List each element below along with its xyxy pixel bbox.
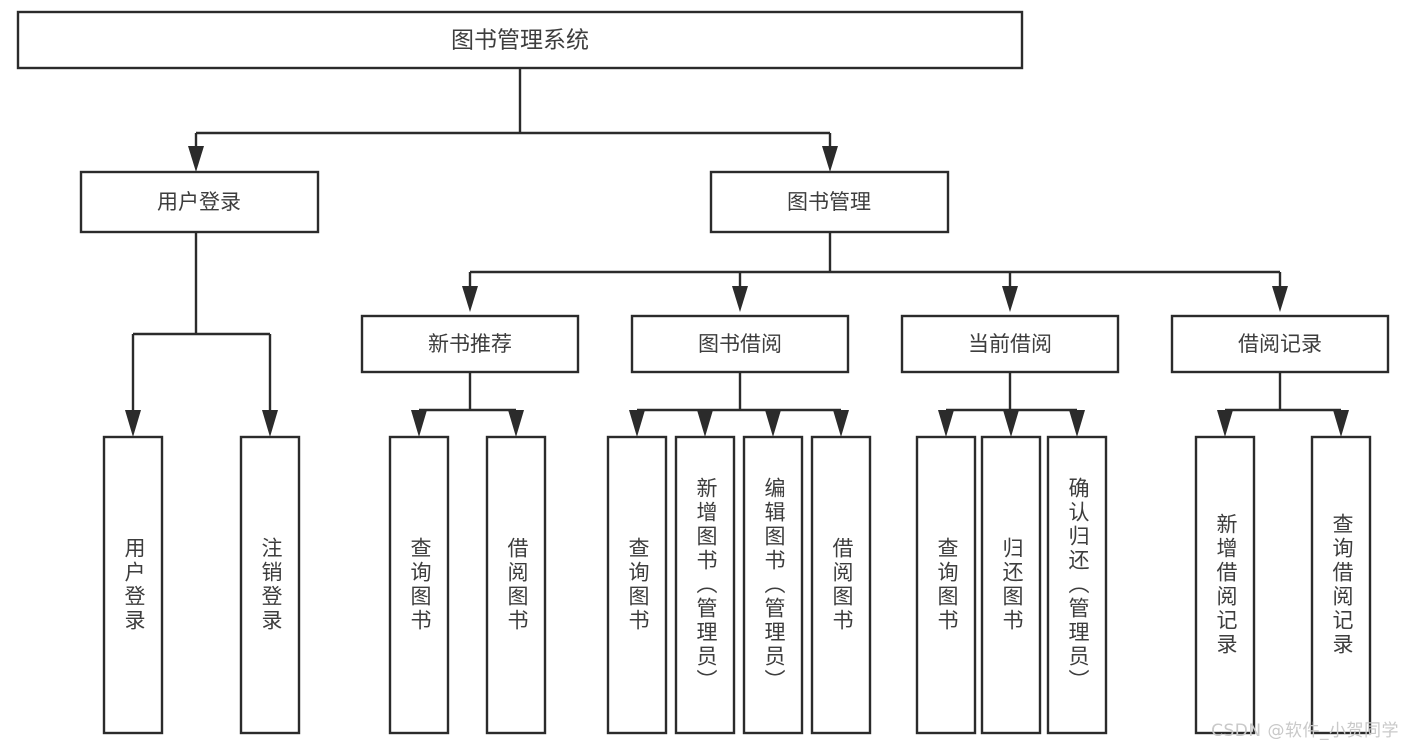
arrow-userlogin-leaf1 [125, 410, 141, 437]
node-root[interactable]: 图书管理系统 [16, 10, 1024, 70]
leaf-book-borrow-2[interactable]: 新增图书（管理员） [674, 435, 736, 735]
node-current-borrow[interactable]: 当前借阅 [900, 314, 1120, 374]
leaf-current-borrow-1-box[interactable] [915, 435, 977, 735]
arrow-bookborrow-l1 [629, 410, 645, 437]
node-book-borrow-box[interactable] [630, 314, 850, 374]
leaf-current-borrow-2-label: 归还图书 [1000, 537, 1024, 633]
leaf-book-borrow-4-box[interactable] [810, 435, 872, 735]
node-new-book-recommend-box[interactable] [360, 314, 580, 374]
node-current-borrow-label: 当前借阅 [968, 332, 1052, 356]
leaf-new-book-1[interactable]: 查询图书 [388, 435, 450, 735]
leaf-user-login-1[interactable]: 用户登录 [102, 435, 164, 735]
leaf-user-login-1-label: 用户登录 [122, 537, 146, 633]
edge-group-borrowrecord [1217, 372, 1349, 437]
node-book-borrow[interactable]: 图书借阅 [630, 314, 850, 374]
arrow-to-userlogin [188, 146, 204, 172]
leaf-new-book-2-box[interactable] [485, 435, 547, 735]
leaf-book-borrow-3[interactable]: 编辑图书（管理员） [742, 435, 804, 735]
arrow-newbook-l1 [411, 410, 427, 437]
arrow-newbook-l2 [508, 410, 524, 437]
arrow-userlogin-leaf2 [262, 410, 278, 437]
node-user-login-box[interactable] [79, 170, 320, 234]
arrow-currentborrow-l2 [1003, 410, 1019, 437]
leaf-current-borrow-2-box[interactable] [980, 435, 1042, 735]
arrow-bookborrow-l4 [833, 410, 849, 437]
edge-group-bookmgmt [462, 232, 1288, 312]
leaf-user-login-2-label: 注销登录 [259, 537, 283, 633]
arrow-to-bookborrow [732, 286, 748, 312]
node-user-login-label: 用户登录 [157, 190, 241, 214]
node-book-management-label: 图书管理 [787, 190, 871, 214]
leaf-current-borrow-2[interactable]: 归还图书 [980, 435, 1042, 735]
node-user-login[interactable]: 用户登录 [79, 170, 320, 234]
leaf-user-login-2[interactable]: 注销登录 [239, 435, 301, 735]
leaf-book-borrow-1[interactable]: 查询图书 [606, 435, 668, 735]
leaf-book-borrow-1-label: 查询图书 [626, 537, 650, 633]
node-borrow-record-label: 借阅记录 [1238, 332, 1322, 356]
node-root-box[interactable] [16, 10, 1024, 70]
leaf-borrow-record-2-box[interactable] [1310, 435, 1372, 735]
node-book-management[interactable]: 图书管理 [709, 170, 950, 234]
leaf-book-borrow-2-box[interactable] [674, 435, 736, 735]
arrow-currentborrow-l3 [1069, 410, 1085, 437]
leaf-new-book-1-box[interactable] [388, 435, 450, 735]
node-book-management-box[interactable] [709, 170, 950, 234]
leaf-book-borrow-3-box[interactable] [742, 435, 804, 735]
leaf-book-borrow-4[interactable]: 借阅图书 [810, 435, 872, 735]
leaf-borrow-record-1-label: 新增借阅记录 [1214, 513, 1238, 657]
leaf-new-book-1-label: 查询图书 [408, 537, 432, 633]
node-borrow-record[interactable]: 借阅记录 [1170, 314, 1390, 374]
arrow-borrowrecord-l2 [1333, 410, 1349, 437]
leaf-new-book-2[interactable]: 借阅图书 [485, 435, 547, 735]
arrow-currentborrow-l1 [938, 410, 954, 437]
leaf-current-borrow-3[interactable]: 确认归还（管理员） [1046, 435, 1108, 735]
arrow-bookborrow-l2 [697, 410, 713, 437]
node-root-label: 图书管理系统 [451, 28, 589, 54]
node-current-borrow-box[interactable] [900, 314, 1120, 374]
leaf-current-borrow-1-label: 查询图书 [935, 537, 959, 633]
leaf-user-login-2-box[interactable] [239, 435, 301, 735]
arrow-to-currentborrow [1002, 286, 1018, 312]
leaf-borrow-record-1[interactable]: 新增借阅记录 [1194, 435, 1256, 735]
node-new-book-recommend-label: 新书推荐 [428, 332, 512, 356]
leaf-book-borrow-4-label: 借阅图书 [830, 537, 854, 633]
leaf-current-borrow-1[interactable]: 查询图书 [915, 435, 977, 735]
edge-group-currentborrow [938, 372, 1085, 437]
node-new-book-recommend[interactable]: 新书推荐 [360, 314, 580, 374]
arrow-to-borrowrecord [1272, 286, 1288, 312]
leaf-borrow-record-2[interactable]: 查询借阅记录 [1310, 435, 1372, 735]
leaf-current-borrow-3-box[interactable] [1046, 435, 1108, 735]
edge-group-root [188, 68, 838, 172]
edge-group-bookborrow [629, 372, 849, 437]
node-borrow-record-box[interactable] [1170, 314, 1390, 374]
edge-group-newbook [411, 372, 524, 437]
leaf-borrow-record-1-box[interactable] [1194, 435, 1256, 735]
arrow-bookborrow-l3 [765, 410, 781, 437]
arrow-to-bookmgmt [822, 146, 838, 172]
leaf-new-book-2-label: 借阅图书 [505, 537, 529, 633]
arrow-borrowrecord-l1 [1217, 410, 1233, 437]
leaf-book-borrow-3-label: 编辑图书（管理员） [762, 477, 786, 693]
node-book-borrow-label: 图书借阅 [698, 332, 782, 356]
arrow-to-newbook [462, 286, 478, 312]
leaf-current-borrow-3-label: 确认归还（管理员） [1066, 477, 1090, 693]
leaf-borrow-record-2-label: 查询借阅记录 [1330, 513, 1354, 657]
edge-group-userlogin [125, 232, 278, 437]
leaf-book-borrow-2-label: 新增图书（管理员） [694, 477, 718, 693]
leaf-book-borrow-1-box[interactable] [606, 435, 668, 735]
csdn-watermark: CSDN @软件_小贺同学 [1211, 721, 1399, 741]
leaf-user-login-1-box[interactable] [102, 435, 164, 735]
